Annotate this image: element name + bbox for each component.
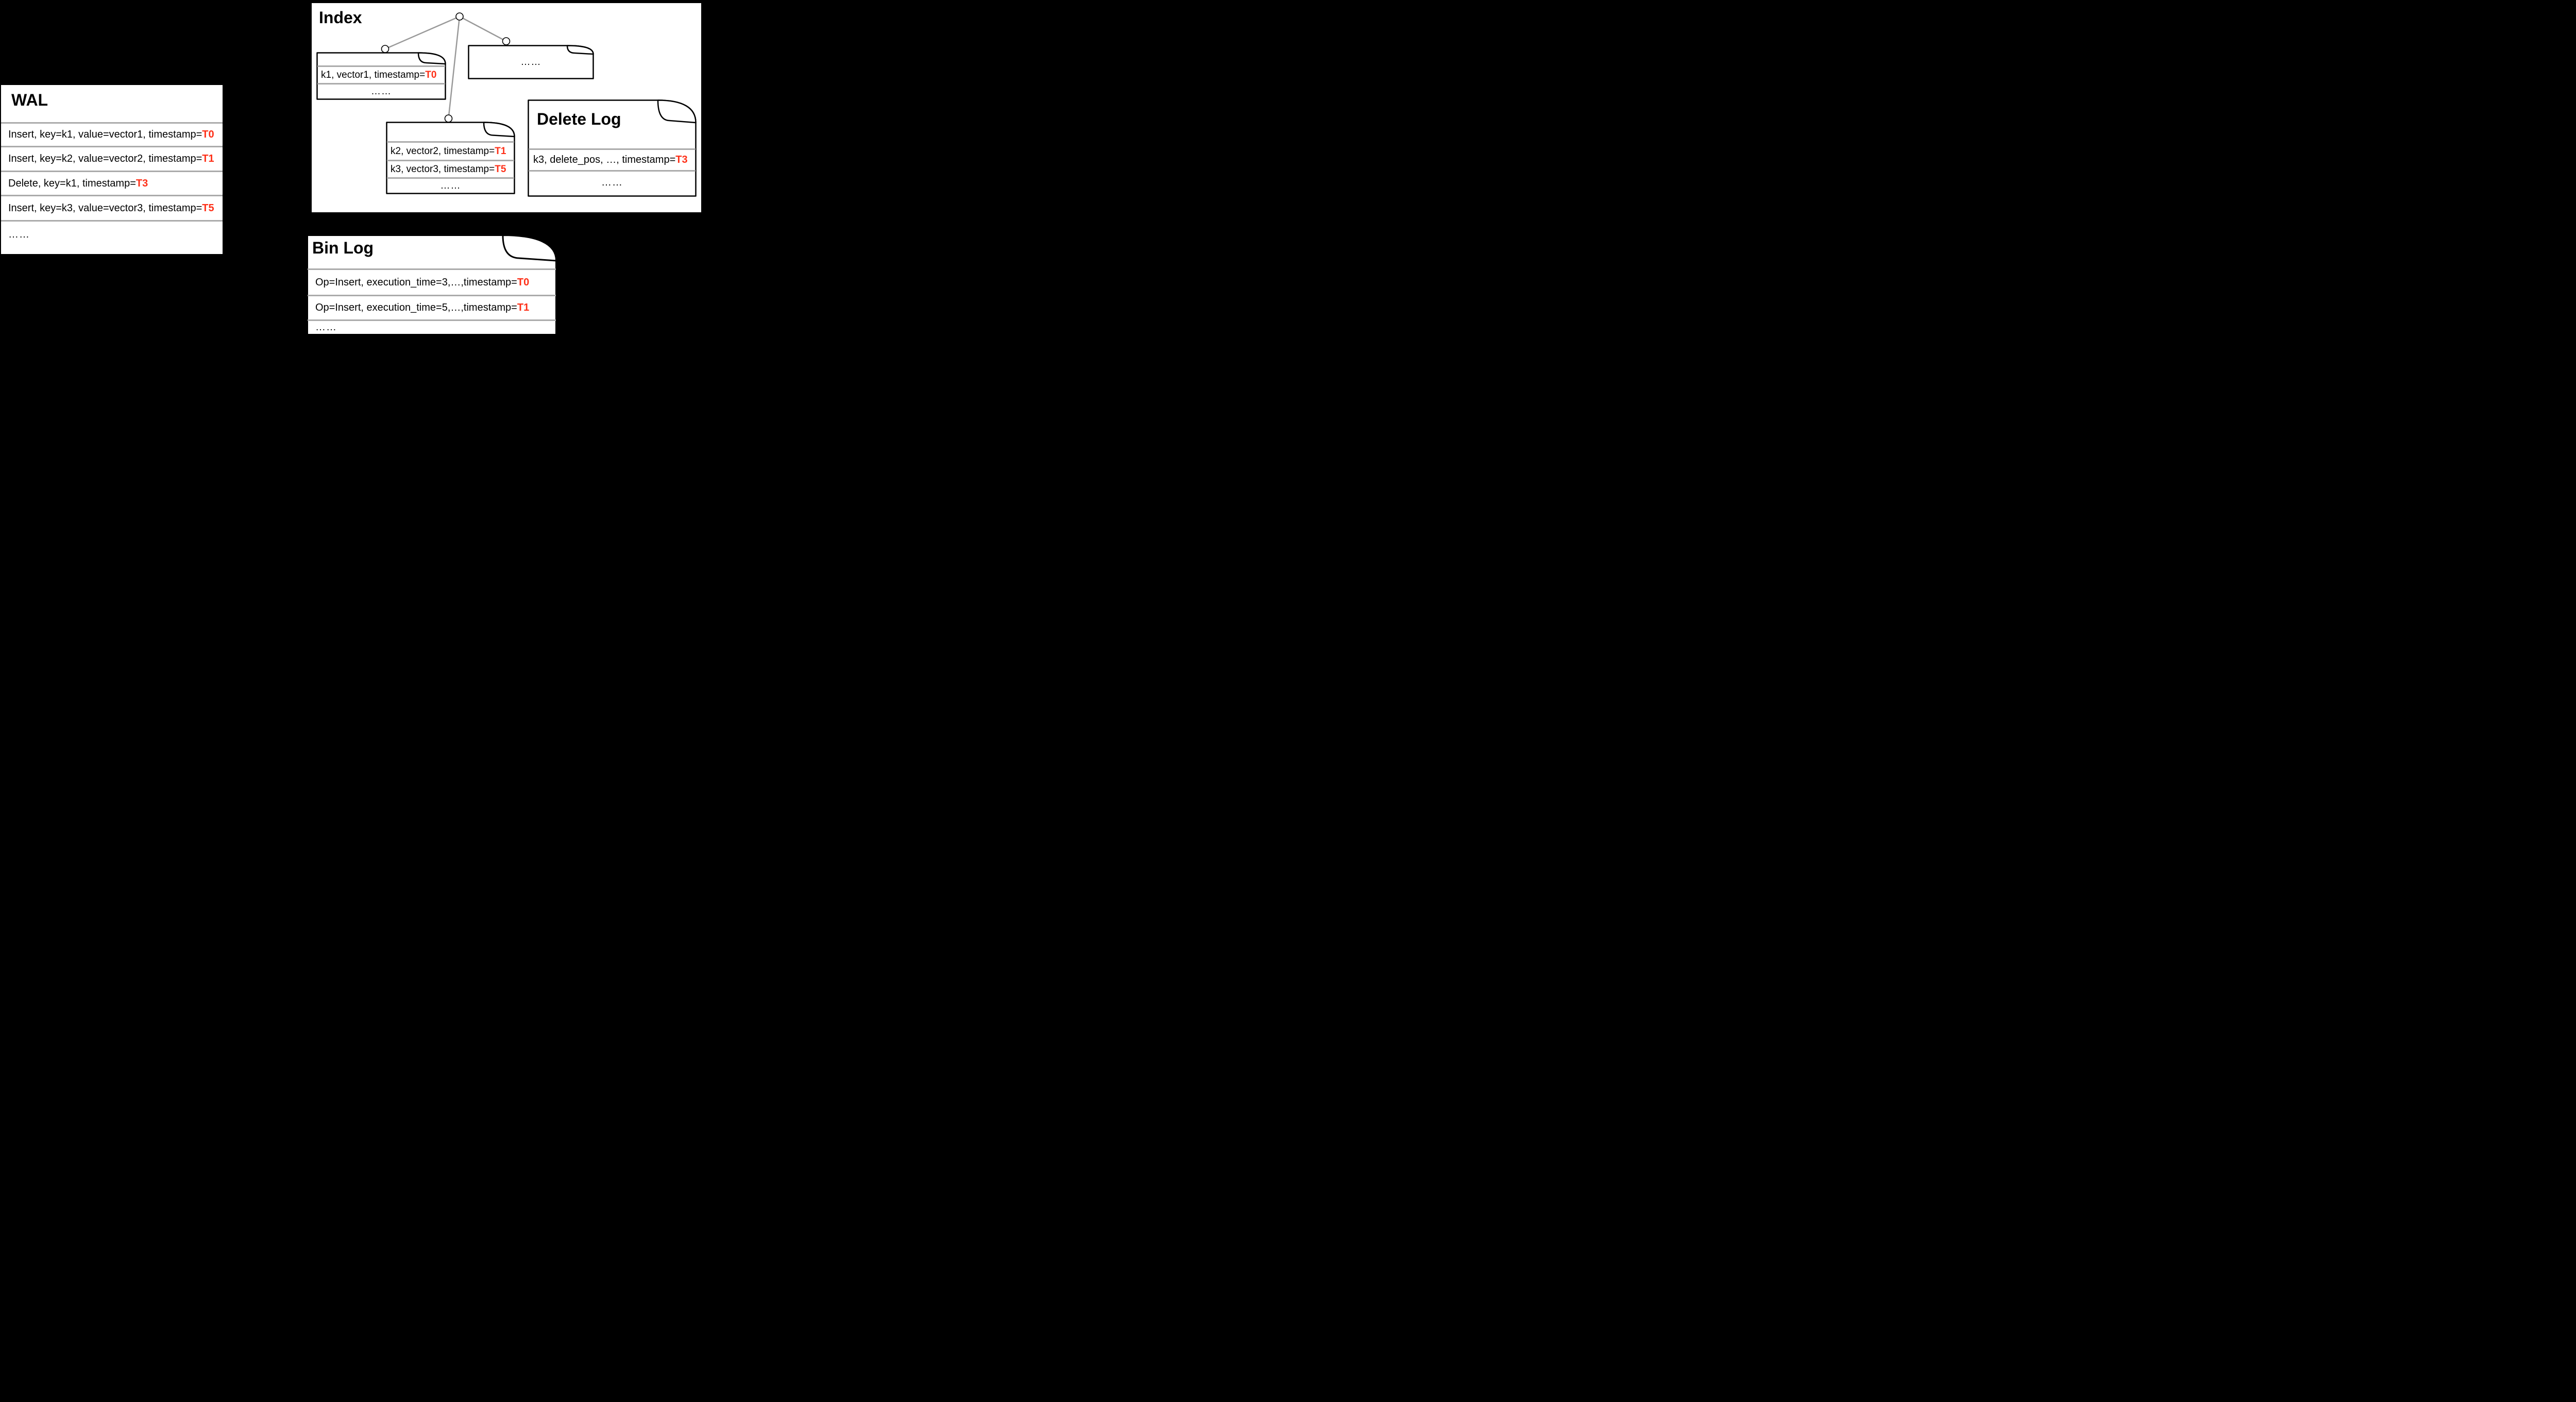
timestamp-value: T0 [425,69,437,80]
wal-log-row: Insert, key=k2, value=vector2, timestamp… [8,147,221,171]
wal-title: WAL [11,91,48,109]
row-divider [308,268,556,270]
log-row-text: Delete, key=k1, timestamp= [8,177,136,189]
document-shape [316,52,446,100]
index-tree [381,12,511,123]
row-divider [529,148,696,150]
tree-node-middle-circle [444,114,453,123]
timestamp-value: T3 [675,154,688,165]
bin-log-panel: Bin Log Op=Insert, execution_time=3,…,ti… [307,234,557,335]
timestamp-value: T5 [495,163,506,175]
index-title: Index [319,8,362,27]
row-divider [1,220,223,222]
tree-node-right-circle [502,37,511,45]
folded-corner-icon [483,122,515,138]
tree-node-root-circle [455,12,464,21]
timestamp-value: T1 [495,145,506,157]
segment-row: …… [469,55,592,70]
bin-log-title: Bin Log [312,239,374,257]
row-divider [387,177,514,179]
row-divider [387,160,514,161]
timestamp-value: T0 [517,276,530,288]
segment-row-text: …… [440,180,461,191]
index-segment-other: …… [468,45,594,79]
delete-log-title: Delete Log [537,110,621,128]
diagram-canvas: WAL Insert, key=k1, value=vector1, times… [0,0,704,350]
document-shape [468,45,594,79]
wal-log-row: Insert, key=k3, value=vector3, timestamp… [8,196,221,220]
row-divider [317,83,445,85]
row-divider [387,141,514,143]
delete-log-row: …… [530,172,694,193]
log-row-text: Insert, key=k3, value=vector3, timestamp… [8,202,202,214]
timestamp-value: T3 [135,177,148,189]
timestamp-value: T1 [517,302,530,313]
row-divider [317,65,445,67]
timestamp-value: T0 [202,129,214,140]
wal-log-row: Insert, key=k1, value=vector1, timestamp… [8,124,221,146]
delete-log-row: k3, delete_pos, …, timestamp=T3 [533,150,694,170]
wal-log-row: …… [8,222,221,247]
folded-corner-icon [417,52,446,65]
bin-log-row: Op=Insert, execution_time=5,…,timestamp=… [315,296,554,319]
wal-panel: WAL Insert, key=k1, value=vector1, times… [1,85,223,254]
wal-log-row: Delete, key=k1, timestamp=T3 [8,172,221,195]
log-row-text: Insert, key=k2, value=vector2, timestamp… [8,153,202,164]
tree-edges [385,15,507,119]
segment-row-text: k1, vector1, timestamp= [321,69,426,80]
log-row-text: Op=Insert, execution_time=3,…,timestamp= [315,276,517,288]
segment-row: …… [318,85,445,99]
log-row-text: k3, delete_pos, …, timestamp= [533,154,676,165]
segment-row: …… [387,179,514,193]
bin-log-row: Op=Insert, execution_time=3,…,timestamp=… [315,270,554,295]
folded-corner-icon [566,45,594,55]
tree-edge [459,15,507,42]
delete-log-panel: Delete Log k3, delete_pos, …, timestamp=… [528,99,697,197]
row-divider [1,146,223,147]
row-divider [1,171,223,172]
bin-log-row: …… [315,320,554,334]
folded-corner-icon [657,99,697,124]
document-shape [307,234,557,335]
tree-node-left-circle [381,45,389,53]
log-row-text: Op=Insert, execution_time=5,…,timestamp= [315,302,517,313]
log-row-text: …… [601,176,623,188]
timestamp-value: T5 [202,202,214,214]
row-divider [529,170,696,172]
timestamp-value: T1 [202,153,214,164]
segment-row: k3, vector3, timestamp=T5 [391,161,514,177]
segment-row: k1, vector1, timestamp=T0 [321,67,445,83]
segment-row: k2, vector2, timestamp=T1 [391,143,514,160]
segment-row-text: k2, vector2, timestamp= [391,145,495,157]
log-row-text: Insert, key=k1, value=vector1, timestamp… [8,129,202,140]
tree-edge [448,16,461,119]
log-row-text: …… [315,321,337,333]
row-divider [308,295,556,296]
row-divider [1,122,223,124]
segment-row-text: k3, vector3, timestamp= [391,163,495,175]
document-shape [528,99,697,197]
row-divider [308,319,556,321]
index-segment-k2k3: k2, vector2, timestamp=T1 k3, vector3, t… [386,122,515,194]
tree-edge [385,15,460,50]
row-divider [1,195,223,196]
folded-corner-icon [502,234,557,262]
document-shape [386,122,515,194]
segment-row-text: …… [371,86,392,97]
index-segment-k1: k1, vector1, timestamp=T0 …… [316,52,446,100]
log-row-text: …… [8,228,30,240]
segment-row-text: …… [520,57,541,67]
